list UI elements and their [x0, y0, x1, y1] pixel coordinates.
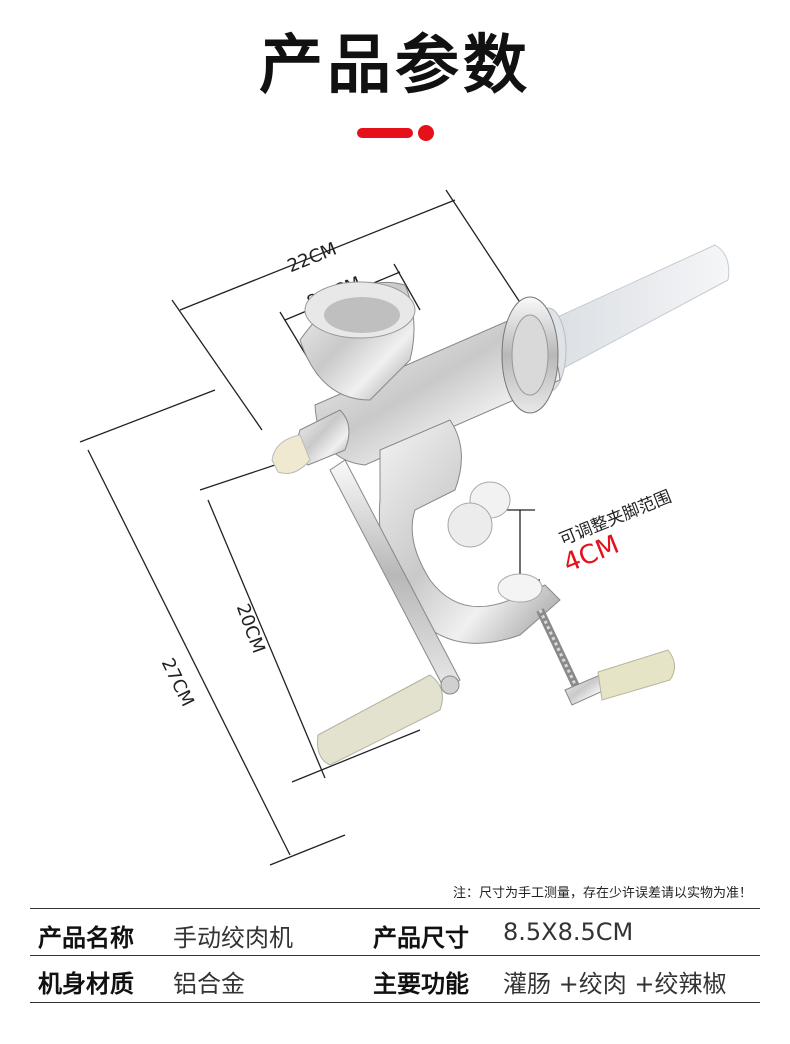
product-figure: 22CM 8.5CM 27CM 20CM 可调整夹脚范围 4CM [0, 160, 790, 880]
label-22cm: 22CM [285, 239, 340, 278]
dimension-27cm [79, 389, 346, 866]
row-divider [30, 955, 760, 956]
param-row: 产品名称 手动绞肉机 产品尺寸 8.5X8.5CM [30, 910, 760, 956]
param-label: 机身材质 [38, 970, 134, 998]
title-accent-bar [357, 128, 413, 138]
product-drawing: 22CM 8.5CM 27CM 20CM 可调整夹脚范围 4CM [79, 189, 730, 866]
title-accent-dot [418, 125, 434, 141]
param-value: 灌肠 +绞肉 +绞辣椒 [503, 970, 727, 998]
label-27cm: 27CM [157, 655, 198, 710]
param-label: 产品尺寸 [373, 924, 469, 952]
table-bottom-border [30, 1002, 760, 1003]
dimension-22cm [171, 189, 526, 431]
param-label: 主要功能 [373, 970, 469, 998]
grinder-body-illustration [271, 281, 675, 766]
dimension-clamp-range [502, 509, 540, 581]
param-value: 手动绞肉机 [173, 924, 293, 952]
table-top-border [30, 908, 760, 909]
page-title: 产品参数 [259, 29, 531, 103]
param-value: 8.5X8.5CM [503, 918, 634, 946]
param-row: 机身材质 铝合金 主要功能 灌肠 +绞肉 +绞辣椒 [30, 956, 760, 1002]
sausage-nozzle-illustration [529, 244, 730, 393]
measurement-note: 注：尺寸为手工测量，存在少许误差请以实物为准！ [452, 886, 752, 901]
param-label: 产品名称 [38, 924, 134, 952]
label-20cm: 20CM [232, 601, 269, 656]
param-value: 铝合金 [173, 970, 245, 998]
